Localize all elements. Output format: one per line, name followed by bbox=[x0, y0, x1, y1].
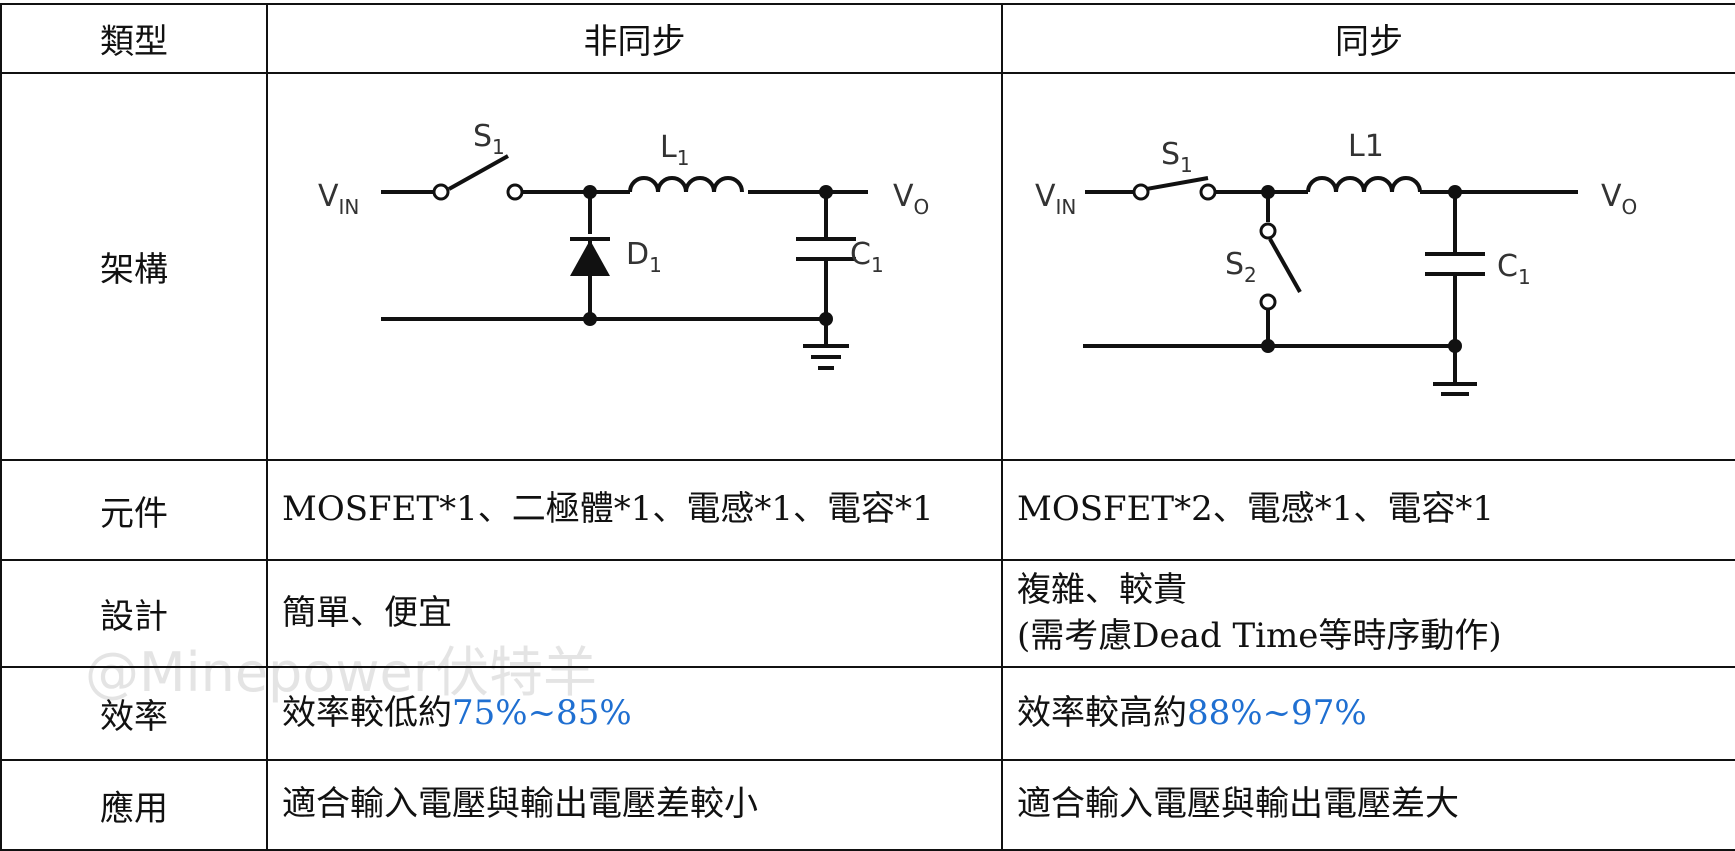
svg-text:C1: C1 bbox=[1497, 249, 1531, 289]
row-label-design: 設計 bbox=[0, 559, 268, 668]
svg-text:VO: VO bbox=[1601, 179, 1637, 219]
sync-efficiency: 效率較高約88%~97% bbox=[1001, 666, 1735, 761]
async-efficiency: 效率較低約75%~85% bbox=[266, 666, 1003, 761]
svg-text:S1: S1 bbox=[1161, 137, 1193, 177]
svg-text:VO: VO bbox=[893, 179, 929, 219]
row-label-efficiency: 效率 bbox=[0, 666, 268, 761]
switch-contact-icon bbox=[432, 183, 450, 201]
sync-design-line1: 複雜、較貴 bbox=[1017, 569, 1187, 610]
table-row: 應用 適合輸入電壓與輸出電壓差較小 適合輸入電壓與輸出電壓差大 bbox=[0, 759, 1735, 851]
sync-application: 適合輸入電壓與輸出電壓差大 bbox=[1001, 759, 1735, 851]
header-row: 類型 非同步 同步 bbox=[0, 3, 1735, 74]
svg-text:S2: S2 bbox=[1225, 247, 1257, 287]
header-async: 非同步 bbox=[266, 3, 1003, 74]
async-application: 適合輸入電壓與輸出電壓差較小 bbox=[266, 759, 1003, 851]
svg-text:VIN: VIN bbox=[318, 179, 359, 219]
async-efficiency-value: 75%~85% bbox=[452, 692, 632, 733]
switch-contact-icon bbox=[1132, 183, 1150, 201]
async-components: MOSFET*1、二極體*1、電感*1、電容*1 bbox=[266, 459, 1003, 561]
header-type: 類型 bbox=[0, 3, 268, 74]
sync-components: MOSFET*2、電感*1、電容*1 bbox=[1001, 459, 1735, 561]
svg-text:S1: S1 bbox=[473, 119, 505, 159]
async-buck-schematic: VIN S1 L1 D1 C1 VO bbox=[318, 119, 929, 370]
header-sync: 同步 bbox=[1001, 3, 1735, 74]
async-design: 簡單、便宜 bbox=[266, 559, 1003, 668]
svg-text:L1: L1 bbox=[1348, 129, 1384, 164]
svg-text:L1: L1 bbox=[660, 130, 689, 170]
row-label-application: 應用 bbox=[0, 759, 268, 851]
sync-circuit-diagram: VIN S1 L1 S2 C1 VO bbox=[1001, 72, 1735, 461]
async-circuit-diagram: VIN S1 L1 D1 C1 VO bbox=[266, 72, 1003, 461]
table-row: 元件 MOSFET*1、二極體*1、電感*1、電容*1 MOSFET*2、電感*… bbox=[0, 459, 1735, 561]
comparison-table: 類型 非同步 同步 架構 bbox=[0, 3, 1735, 851]
async-efficiency-prefix: 效率較低約 bbox=[282, 692, 452, 733]
row-label-components: 元件 bbox=[0, 459, 268, 561]
sync-buck-schematic: VIN S1 L1 S2 C1 VO bbox=[1035, 129, 1637, 396]
inductor-icon bbox=[1306, 176, 1422, 193]
table-row: 架構 bbox=[0, 72, 1735, 461]
svg-text:VIN: VIN bbox=[1035, 179, 1076, 219]
inductor-icon bbox=[628, 176, 744, 193]
row-label-architecture: 架構 bbox=[0, 72, 268, 461]
sync-design-line2: (需考慮Dead Time等時序動作) bbox=[1017, 615, 1502, 656]
table-row: 設計 簡單、便宜 複雜、較貴 (需考慮Dead Time等時序動作) bbox=[0, 559, 1735, 668]
sync-design: 複雜、較貴 (需考慮Dead Time等時序動作) bbox=[1001, 559, 1735, 668]
svg-text:C1: C1 bbox=[850, 237, 884, 277]
sync-efficiency-value: 88%~97% bbox=[1187, 692, 1367, 733]
table-row: 效率 效率較低約75%~85% 效率較高約88%~97% bbox=[0, 666, 1735, 761]
svg-text:D1: D1 bbox=[626, 237, 662, 277]
sync-efficiency-prefix: 效率較高約 bbox=[1017, 692, 1187, 733]
